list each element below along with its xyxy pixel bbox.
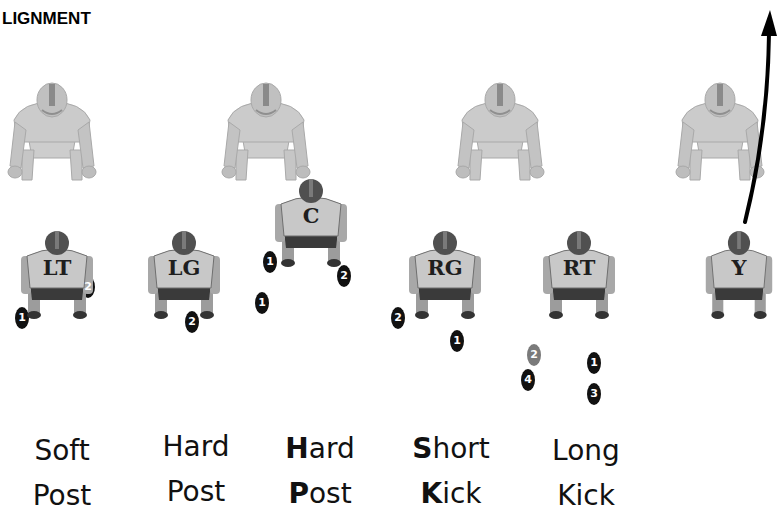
step-number: 2	[80, 279, 96, 295]
step-number: 1	[14, 310, 30, 326]
defender-figure	[8, 83, 96, 180]
player-figure: LT	[18, 228, 96, 320]
route-arrow	[745, 10, 777, 222]
jersey-label: RG	[406, 254, 484, 282]
defender-figure	[222, 83, 310, 180]
step-number: 2	[390, 310, 406, 326]
jersey-label: LG	[145, 254, 223, 282]
step-number: 2	[336, 268, 352, 284]
jersey-label: Y	[703, 254, 775, 282]
defender-figure	[676, 83, 764, 180]
step-number: 2	[184, 314, 200, 330]
step-number: 2	[526, 347, 542, 363]
step-number: 1	[262, 254, 278, 270]
block-name: Short Kick	[392, 426, 510, 516]
jersey-label: RT	[540, 254, 618, 282]
diagram-title: LIGNMENT	[2, 9, 91, 29]
step-number: 1	[449, 333, 465, 349]
player-figure: RG	[406, 228, 484, 320]
jersey-label: C	[272, 202, 350, 230]
player-figure: LG	[145, 228, 223, 320]
step-number: 3	[586, 386, 602, 402]
block-name: Hard Post	[261, 426, 379, 516]
jersey-label: LT	[18, 254, 96, 282]
block-name: Long Kick	[527, 428, 645, 518]
block-name: Soft Post	[3, 428, 121, 518]
footprint	[15, 251, 601, 405]
defender-figure	[456, 83, 544, 180]
block-name: Hard Post	[137, 424, 255, 514]
player-figure: C	[272, 176, 350, 268]
step-number: 1	[586, 355, 602, 371]
player-figure: RT	[540, 228, 618, 320]
step-number: 4	[520, 372, 536, 388]
player-figure: Y	[703, 228, 775, 320]
step-number: 1	[254, 295, 270, 311]
